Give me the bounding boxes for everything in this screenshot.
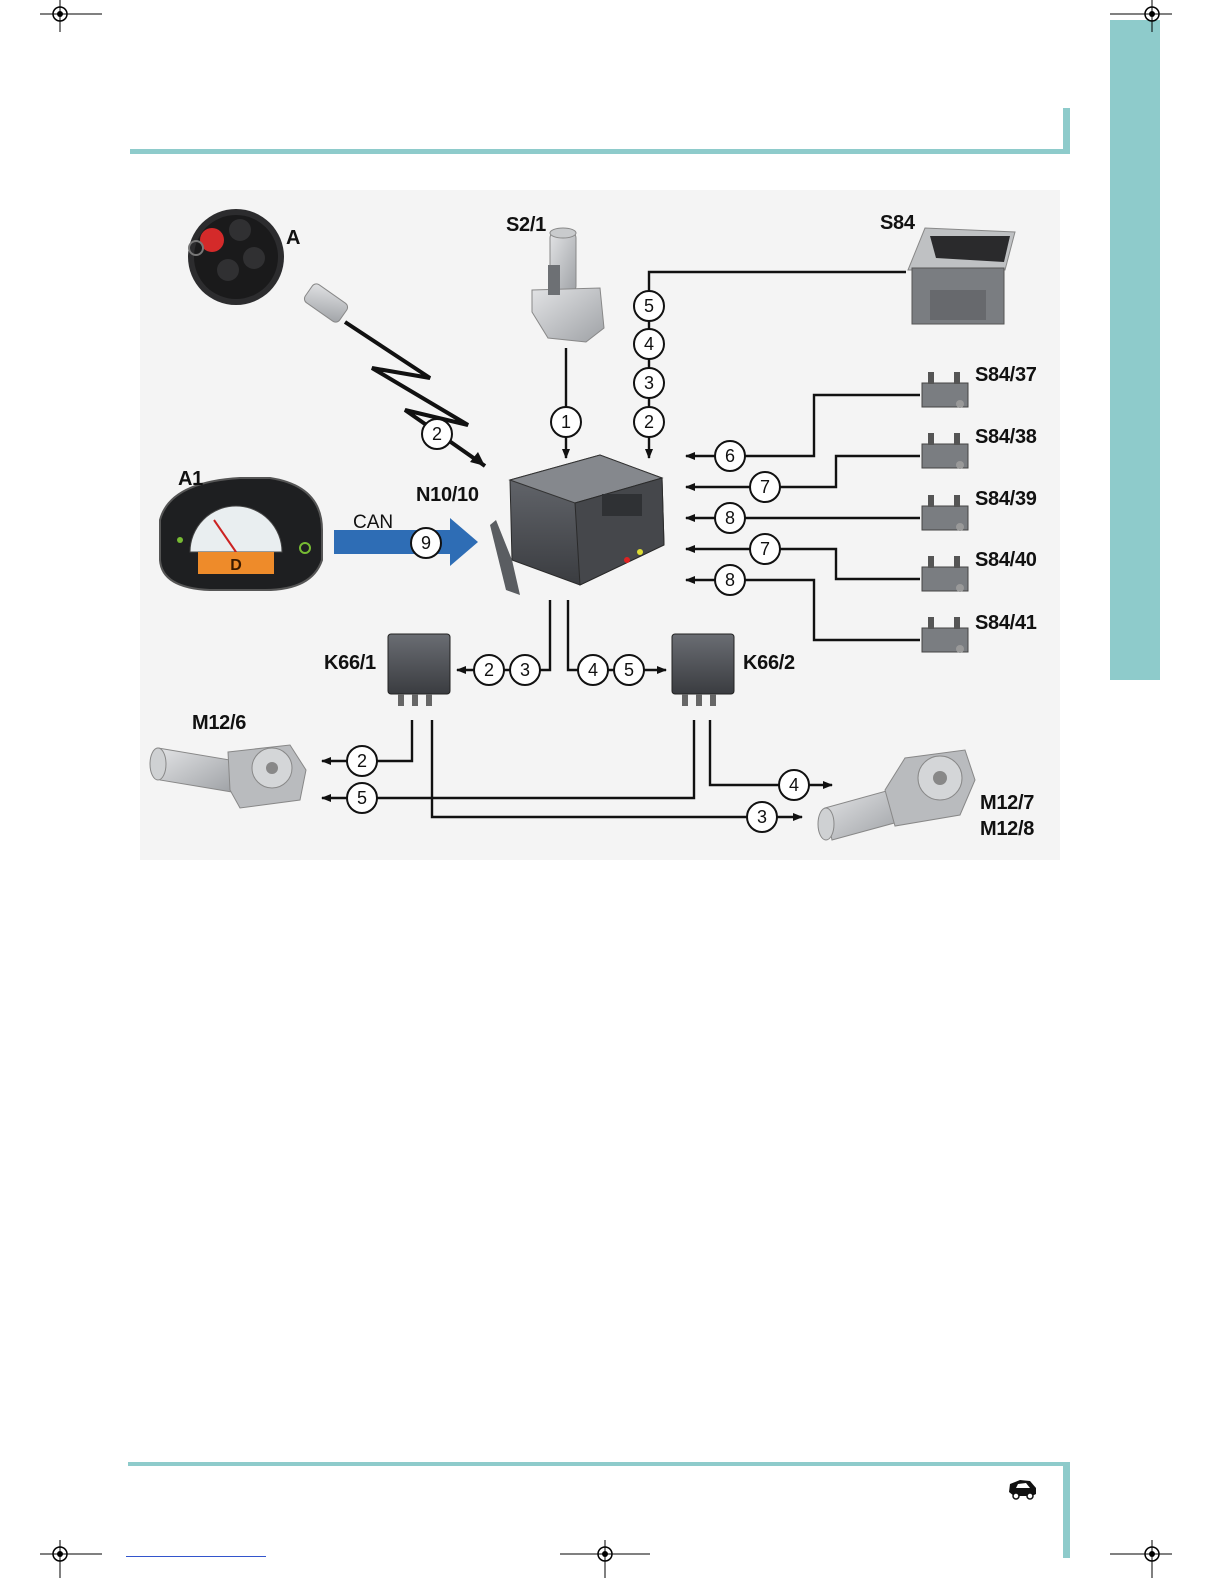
- signal-number: 7: [760, 477, 770, 497]
- label-can-bus: CAN: [353, 512, 393, 534]
- window-motor-right-icon: [818, 750, 975, 840]
- signal-number: 8: [725, 508, 735, 528]
- switch-40-icon: [922, 556, 968, 592]
- signal-number: 3: [520, 660, 530, 680]
- label-switch-40: S84/40: [975, 549, 1037, 572]
- signal-number: 2: [484, 660, 494, 680]
- door-switch-icon: [908, 228, 1015, 324]
- label-key: A: [286, 227, 300, 250]
- signal-number: 4: [588, 660, 598, 680]
- label-motor-right-1: M12/7: [980, 792, 1034, 815]
- label-switch-37: S84/37: [975, 364, 1037, 387]
- signal-number: 2: [357, 751, 367, 771]
- window-motor-left-icon: [150, 745, 306, 808]
- switch-39-icon: [922, 495, 968, 531]
- key-fob-icon: [188, 209, 350, 324]
- label-switch-41: S84/41: [975, 612, 1037, 635]
- label-switch-39: S84/39: [975, 488, 1037, 511]
- label-relay-2: K66/2: [743, 652, 795, 675]
- signal-number: 7: [760, 539, 770, 559]
- instrument-cluster-icon: D: [160, 478, 322, 590]
- car-icon: [1006, 1478, 1040, 1500]
- label-ignition-switch: S2/1: [506, 214, 546, 237]
- label-door-switch: S84: [880, 212, 915, 235]
- label-instrument-cluster: A1: [178, 468, 203, 491]
- signal-number: 5: [644, 296, 654, 316]
- ignition-switch-icon: [532, 228, 604, 342]
- signal-number: 3: [757, 807, 767, 827]
- relay-1-icon: [388, 634, 450, 706]
- switch-37-icon: [922, 372, 968, 408]
- signal-number: 2: [644, 412, 654, 432]
- signal-number: 1: [561, 412, 571, 432]
- label-relay-1: K66/1: [324, 652, 376, 675]
- label-switch-38: S84/38: [975, 426, 1037, 449]
- signal-number: 5: [357, 788, 367, 808]
- signal-number: 3: [644, 373, 654, 393]
- signal-number: 6: [725, 446, 735, 466]
- signal-number: 4: [644, 334, 654, 354]
- signal-number: 4: [789, 775, 799, 795]
- svg-text:D: D: [230, 557, 242, 574]
- signal-number: 2: [432, 424, 442, 444]
- label-motor-left: M12/6: [192, 712, 246, 735]
- switch-38-icon: [922, 433, 968, 469]
- signal-number: 5: [624, 660, 634, 680]
- label-motor-right-2: M12/8: [980, 818, 1034, 841]
- signal-number: 8: [725, 570, 735, 590]
- signal-number: 9: [421, 533, 431, 553]
- switch-41-icon: [922, 617, 968, 653]
- relay-2-icon: [672, 634, 734, 706]
- label-control-unit: N10/10: [416, 484, 479, 507]
- control-unit-icon: [490, 455, 664, 595]
